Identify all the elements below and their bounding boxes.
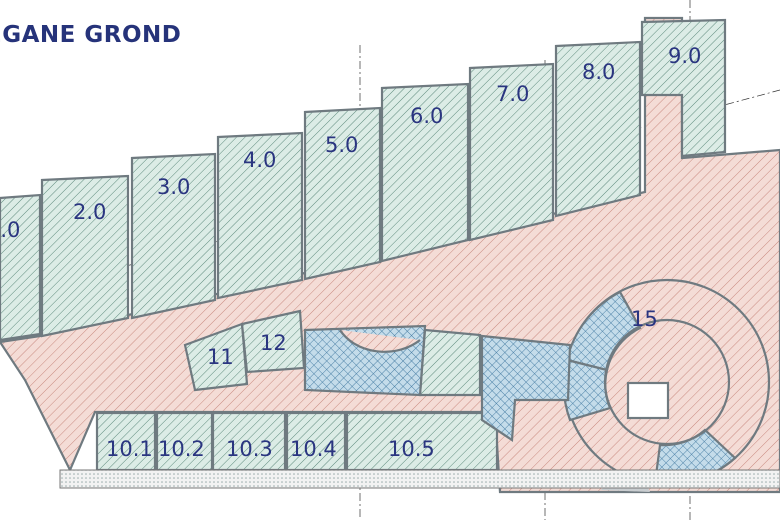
office-rooms <box>0 18 727 472</box>
room-label-8-0: 8.0 <box>582 60 615 84</box>
floor-title: EGANE GROND <box>0 22 182 48</box>
room-label-10-3: 10.3 <box>226 437 273 461</box>
room-label-10-2: 10.2 <box>158 437 205 461</box>
facade-strip <box>59 469 780 489</box>
room-label-10-5: 10.5 <box>388 437 435 461</box>
room-label-10-1: 10.1 <box>106 437 153 461</box>
sanitary-areas <box>303 324 572 442</box>
room-label-10-4: 10.4 <box>290 437 337 461</box>
room-label-7-0: 7.0 <box>496 82 529 106</box>
room-label-1-0: 1.0 <box>0 218 20 242</box>
room-label-9-0: 9.0 <box>668 44 701 68</box>
room-label-11: 11 <box>207 345 234 369</box>
room-label-3-0: 3.0 <box>157 175 190 199</box>
room-label-4-0: 4.0 <box>243 148 276 172</box>
room-label-2-0: 2.0 <box>73 200 106 224</box>
room-label-12: 12 <box>260 331 287 355</box>
room-labels: 1.0 2.0 3.0 4.0 5.0 6.0 7.0 8.0 9.0 11 1… <box>0 44 701 461</box>
room-label-6-0: 6.0 <box>410 104 443 128</box>
room-label-15: 15 <box>631 307 658 331</box>
room-label-5-0: 5.0 <box>325 133 358 157</box>
